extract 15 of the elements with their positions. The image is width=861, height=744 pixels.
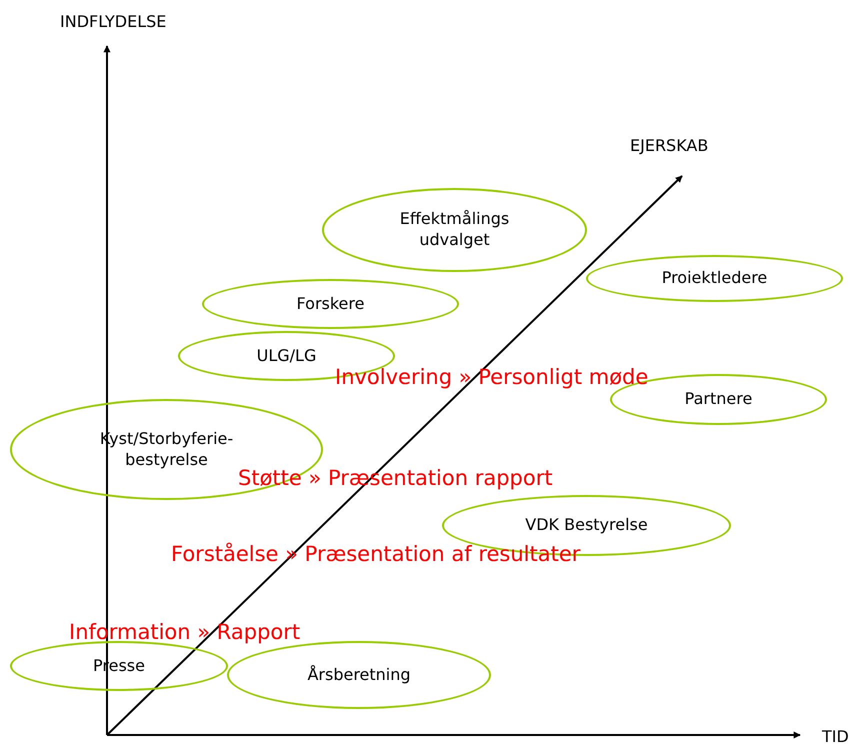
node-label: Årsberetning	[307, 664, 411, 686]
axis-label: INDFLYDELSE	[60, 12, 166, 31]
oval-node	[10, 399, 323, 500]
axis-label: TID	[822, 727, 849, 744]
node-label: VDK Bestyrelse	[525, 515, 648, 536]
oval-node	[586, 255, 843, 302]
oval-node	[202, 279, 459, 329]
stage-label: Involvering » Personligt møde	[335, 365, 648, 389]
axis-label: EJERSKAB	[630, 136, 708, 155]
node-label: Effektmålings udvalget	[398, 209, 510, 251]
oval-node	[322, 188, 587, 272]
node-label: Forskere	[296, 294, 364, 314]
node-label: Proiektledere	[662, 268, 768, 289]
node-label: Partnere	[684, 389, 752, 410]
node-label: ULG/LG	[256, 346, 316, 366]
